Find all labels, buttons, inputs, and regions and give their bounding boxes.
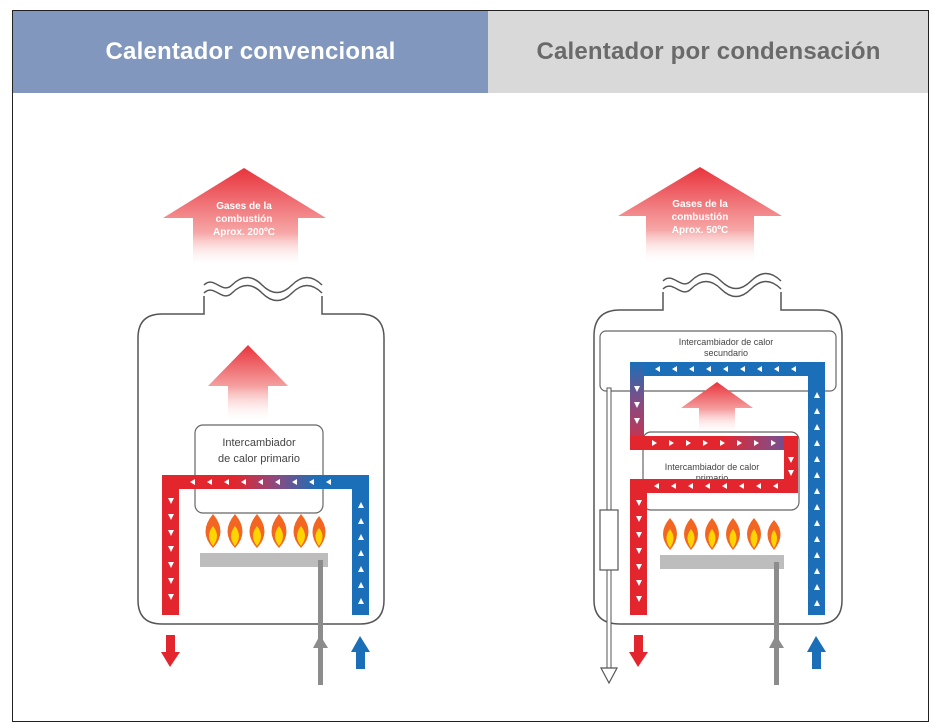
flue-break (203, 276, 323, 294)
tab-condensing-heater[interactable]: Calentador por condensación (488, 11, 928, 93)
condensate-trap (599, 509, 619, 571)
primary-exchanger-label-line1: Intercambiador (222, 437, 296, 449)
gas-inlet-arrow (769, 635, 784, 648)
gas-inlet-arrow (313, 635, 328, 648)
boiler-casing (137, 296, 385, 625)
hot-water-outlet-arrow (629, 652, 648, 667)
flow-markers (634, 366, 820, 606)
cold-water-inlet-arrow (351, 636, 370, 652)
exhaust-label-line1: Gases de la (216, 201, 272, 212)
cold-water-inlet-arrow (807, 636, 826, 652)
tab-conventional-heater[interactable]: Calentador convencional (13, 11, 488, 93)
heat-arrow (681, 382, 753, 432)
exhaust-label-line2: combustión (216, 214, 273, 225)
exhaust-arrow (163, 168, 326, 268)
burner-bar (660, 555, 784, 569)
burner-flames (663, 518, 781, 550)
burner-bar (200, 553, 328, 567)
secondary-exchanger-label-line1: Intercambiador de calor (679, 337, 774, 347)
gas-pipe (774, 562, 779, 685)
hot-water-outlet-arrow (161, 652, 180, 667)
gas-pipe (318, 560, 323, 685)
primary-exchanger-box (194, 424, 324, 514)
burner-flames (205, 514, 326, 548)
exhaust-label-line3: Aprox. 50ºC (672, 225, 728, 236)
flue-break (662, 272, 782, 290)
boiler-casing (593, 292, 843, 625)
hot-water-pipe (630, 479, 647, 615)
primary-exchanger-label-line1: Intercambiador de calor (665, 462, 760, 472)
exchanger-pipe (162, 475, 369, 489)
hot-water-pipe (162, 475, 179, 615)
heat-arrow (208, 345, 288, 420)
condensing-heater-diagram: Gases de la combustión Aprox. 50ºC Inter… (593, 167, 843, 685)
secondary-exchanger-label-line2: secundario (704, 348, 748, 358)
serpentine-pipe (630, 436, 798, 450)
condensate-outlet-arrow (600, 667, 618, 685)
flow-markers (168, 479, 364, 604)
exhaust-arrow (618, 167, 782, 264)
primary-exchanger-label-line2: primario (696, 473, 729, 483)
primary-exchanger-label-line2: de calor primario (218, 453, 300, 465)
conventional-heater-diagram: Gases de la combustión Aprox. 200ºC Inte… (137, 168, 385, 685)
exhaust-label-line2: combustión (672, 212, 729, 223)
cold-water-pipe (808, 362, 825, 615)
exhaust-label-line3: Aprox. 200ºC (213, 227, 275, 238)
exhaust-label-line1: Gases de la (672, 199, 728, 210)
cold-water-pipe (352, 475, 369, 615)
